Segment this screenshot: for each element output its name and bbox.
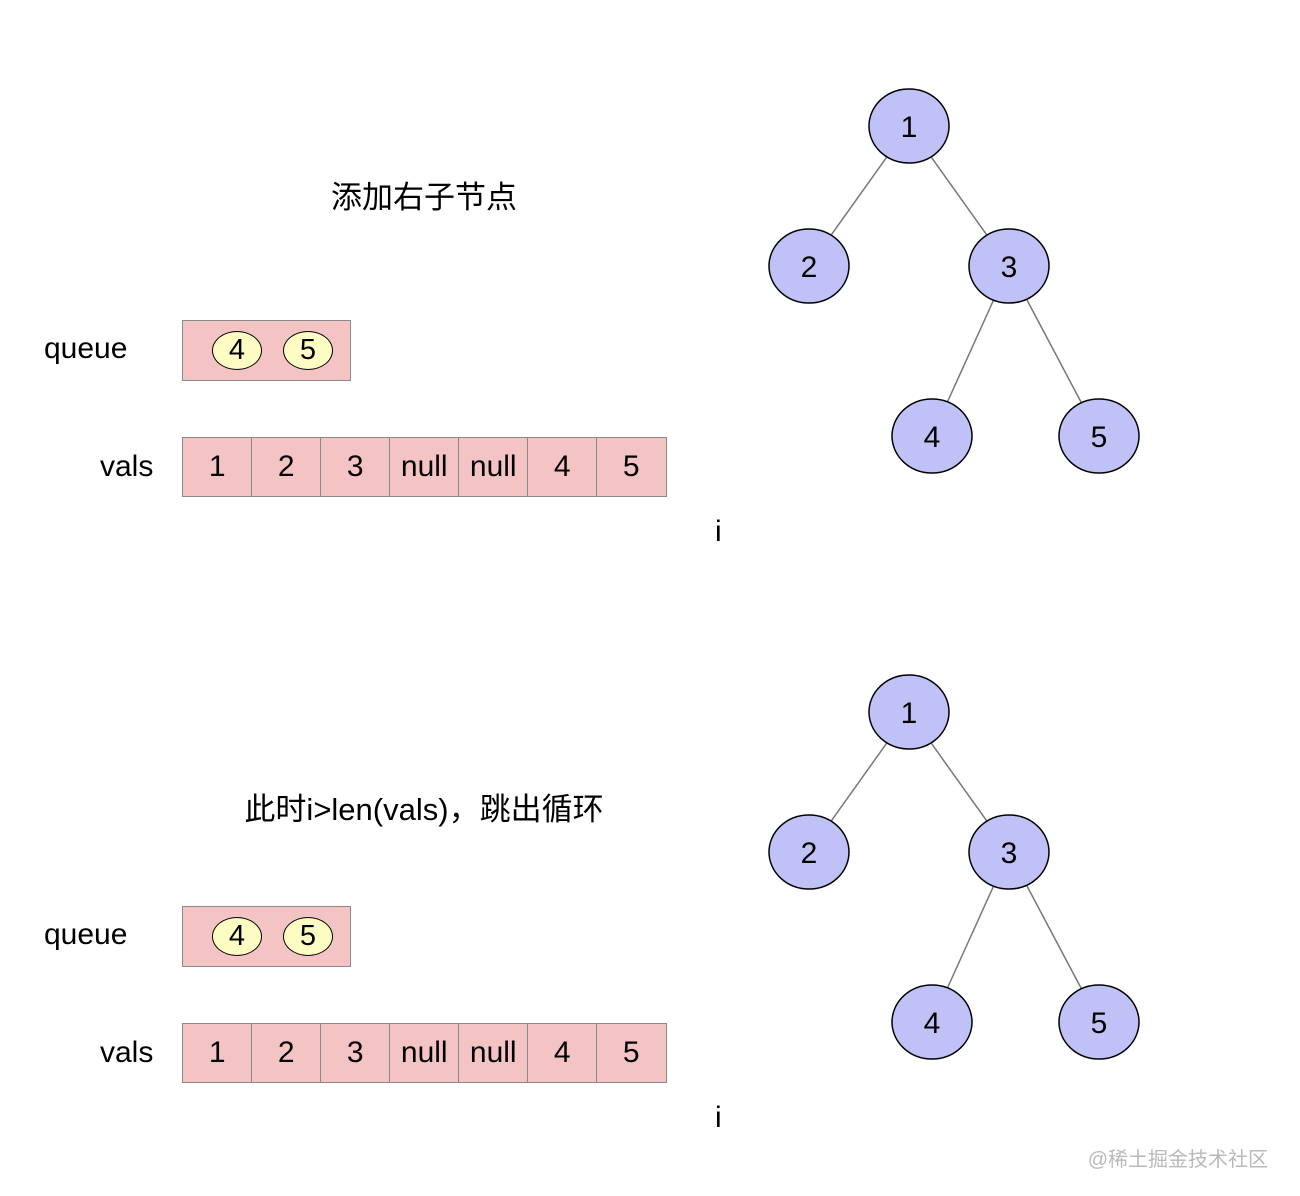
vals-cell: 5: [596, 1023, 667, 1083]
vals-cell: 2: [251, 1023, 322, 1083]
vals-cell: 1: [182, 1023, 253, 1083]
panel-2: 此时i>len(vals)，跳出循环 queue 4 5 vals 1 2 3 …: [0, 586, 1300, 1176]
vals-label: vals: [100, 450, 154, 483]
binary-tree: 1 2 3 4 5: [768, 88, 1140, 474]
panel-title: 此时i>len(vals)，跳出循环: [244, 792, 604, 827]
tree-node-label: 2: [801, 837, 818, 870]
tree-node: [968, 228, 1050, 304]
queue-label: queue: [44, 332, 128, 365]
tree-node-label: 1: [901, 697, 918, 730]
tree-node: [968, 814, 1050, 890]
tree-node: [768, 228, 850, 304]
tree-node-label: 5: [1091, 421, 1108, 454]
tree-node-label: 4: [924, 421, 941, 454]
index-pointer-label: i: [715, 1101, 722, 1134]
index-pointer-label: i: [715, 515, 722, 548]
queue-item: 4: [212, 917, 262, 956]
queue-label: queue: [44, 918, 128, 951]
vals-cell: 3: [320, 1023, 391, 1083]
tree-edge: [930, 742, 988, 822]
panel-title: 添加右子节点: [331, 180, 517, 215]
tree-edge: [930, 156, 988, 236]
tree-node: [891, 398, 973, 474]
watermark: @稀土掘金技术社区: [1087, 1149, 1268, 1171]
tree-edge: [1025, 884, 1083, 990]
tree-node: [868, 674, 950, 750]
tree-edge: [1025, 298, 1083, 404]
tree-node-label: 5: [1091, 1007, 1108, 1040]
queue-item: 5: [283, 331, 333, 370]
tree-node-label: 3: [1001, 837, 1018, 870]
vals-cell: 4: [527, 437, 598, 497]
queue-box: 4 5: [182, 320, 351, 381]
tree-node: [768, 814, 850, 890]
queue-box: 4 5: [182, 906, 351, 967]
tree-node: [868, 88, 950, 164]
tree-node-label: 2: [801, 251, 818, 284]
binary-tree: 1 2 3 4 5: [768, 674, 1140, 1060]
vals-cell: null: [458, 437, 529, 497]
queue-item: 4: [212, 331, 262, 370]
tree-edge: [830, 156, 888, 236]
vals-cell: 2: [251, 437, 322, 497]
vals-array: 1 2 3 null null 4 5: [182, 437, 667, 497]
vals-cell: null: [458, 1023, 529, 1083]
vals-cell: null: [389, 1023, 460, 1083]
tree-edge: [946, 885, 995, 989]
tree-edge: [946, 299, 995, 403]
vals-cell: 4: [527, 1023, 598, 1083]
tree-node: [1058, 984, 1140, 1060]
queue-item: 5: [283, 917, 333, 956]
tree-edge: [830, 742, 888, 822]
vals-cell: 5: [596, 437, 667, 497]
tree-node: [891, 984, 973, 1060]
vals-label: vals: [100, 1036, 154, 1069]
tree-node-label: 3: [1001, 251, 1018, 284]
panel-1: 添加右子节点 queue 4 5 vals 1 2 3 null null 4 …: [0, 0, 1300, 590]
tree-node-label: 4: [924, 1007, 941, 1040]
tree-node-label: 1: [901, 111, 918, 144]
vals-array: 1 2 3 null null 4 5: [182, 1023, 667, 1083]
tree-node: [1058, 398, 1140, 474]
